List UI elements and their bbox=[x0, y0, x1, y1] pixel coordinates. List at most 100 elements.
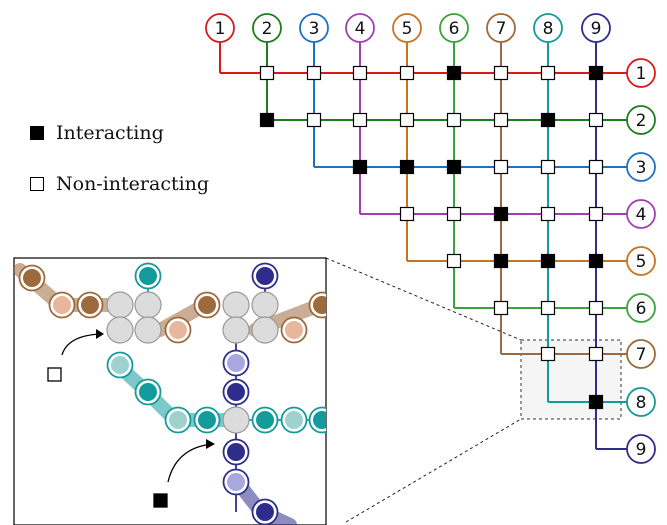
non-interacting-marker-1-4 bbox=[352, 65, 368, 81]
junction-node-4 bbox=[134, 316, 162, 344]
arrowhead-non-interacting bbox=[96, 329, 104, 339]
row-label-circle-9 bbox=[626, 434, 656, 464]
column-label-circle-2 bbox=[252, 13, 282, 43]
legend: Interacting Non-interacting bbox=[30, 120, 209, 222]
row-label-4: 4 bbox=[636, 205, 647, 225]
row-label-2: 2 bbox=[636, 111, 647, 131]
column-label-1: 1 bbox=[215, 19, 226, 39]
junction-node-9 bbox=[222, 406, 250, 434]
teal-node-dark-3 bbox=[256, 411, 274, 429]
non-interacting-marker-3-9 bbox=[588, 159, 604, 175]
interacting-marker-3-4 bbox=[352, 159, 368, 175]
junction-node-2 bbox=[134, 291, 162, 319]
teal-node-light-1 bbox=[111, 356, 129, 374]
interacting-marker-1-6 bbox=[446, 65, 462, 81]
zoom-region bbox=[520, 339, 622, 420]
interacting-marker-3-6 bbox=[446, 159, 462, 175]
interacting-marker-5-7 bbox=[493, 253, 509, 269]
column-label-circle-4 bbox=[345, 13, 375, 43]
row-label-circle-7 bbox=[626, 339, 656, 369]
teal-node-light-2 bbox=[169, 411, 187, 429]
non-interacting-marker-1-2 bbox=[259, 65, 275, 81]
row-label-circle-2 bbox=[626, 105, 656, 135]
zoom-connector-bottom bbox=[345, 418, 522, 523]
row-label-3: 3 bbox=[636, 158, 647, 178]
column-label-circle-9 bbox=[581, 13, 611, 43]
non-interacting-marker-6-8 bbox=[540, 300, 556, 316]
interacting-marker-5-9 bbox=[588, 253, 604, 269]
filled-square-icon bbox=[30, 126, 44, 140]
non-interacting-marker-2-6 bbox=[446, 112, 462, 128]
column-label-circle-8 bbox=[533, 13, 563, 43]
column-label-3: 3 bbox=[309, 19, 320, 39]
non-interacting-marker-2-7 bbox=[493, 112, 509, 128]
arrowhead-interacting bbox=[206, 439, 215, 449]
non-interacting-marker-3-7 bbox=[493, 159, 509, 175]
brown-node-light-2 bbox=[169, 321, 187, 339]
column-label-8: 8 bbox=[543, 19, 554, 39]
non-interacting-marker-6-7 bbox=[493, 300, 509, 316]
magnified-inset bbox=[13, 257, 327, 525]
brown-node-dark-3 bbox=[198, 296, 216, 314]
row-label-circle-6 bbox=[626, 293, 656, 323]
junction-node-8 bbox=[251, 316, 279, 344]
teal-node-dark-2 bbox=[198, 411, 216, 429]
column-label-circle-5 bbox=[392, 13, 422, 43]
non-interacting-marker-2-4 bbox=[352, 112, 368, 128]
junction-node-5 bbox=[222, 291, 250, 319]
non-interacting-marker-2-5 bbox=[399, 112, 415, 128]
column-label-circle-1 bbox=[205, 13, 235, 43]
navy-node-top bbox=[256, 267, 274, 285]
row-label-circle-5 bbox=[626, 246, 656, 276]
teal-node-dark-1 bbox=[139, 383, 157, 401]
non-interacting-marker-4-6 bbox=[446, 206, 462, 222]
legend-non-interacting-label: Non-interacting bbox=[56, 173, 210, 195]
inset-content bbox=[14, 262, 326, 525]
legend-interacting: Interacting bbox=[30, 120, 209, 146]
column-label-circle-7 bbox=[486, 13, 516, 43]
zoom-connector-top bbox=[325, 257, 522, 341]
junction-node-1 bbox=[106, 291, 134, 319]
non-interacting-marker-2-3 bbox=[306, 112, 322, 128]
navy-node-dark-3 bbox=[256, 503, 274, 521]
legend-interacting-label: Interacting bbox=[56, 122, 164, 144]
brown-node-dark-4 bbox=[313, 296, 326, 314]
non-interacting-marker-5-6 bbox=[446, 253, 462, 269]
row-label-circle-8 bbox=[626, 387, 656, 417]
row-label-6: 6 bbox=[636, 299, 647, 319]
interacting-marker-1-9 bbox=[588, 65, 604, 81]
navy-node-light-1 bbox=[227, 354, 245, 372]
non-interacting-marker-1-3 bbox=[306, 65, 322, 81]
interacting-marker-4-7 bbox=[493, 206, 509, 222]
row-label-circle-1 bbox=[626, 58, 656, 88]
interacting-marker-2-8 bbox=[540, 112, 556, 128]
arrow-to-interacting bbox=[167, 443, 213, 483]
navy-node-dark-2 bbox=[227, 443, 245, 461]
teal-node-light-3 bbox=[285, 411, 303, 429]
non-interacting-marker-2-9 bbox=[588, 112, 604, 128]
interacting-marker-5-8 bbox=[540, 253, 556, 269]
column-label-7: 7 bbox=[496, 19, 507, 39]
row-label-1: 1 bbox=[636, 64, 647, 84]
non-interacting-marker-7-9 bbox=[588, 346, 604, 362]
row-label-circle-4 bbox=[626, 199, 656, 229]
non-interacting-marker-4-5 bbox=[399, 206, 415, 222]
brown-node-dark-2 bbox=[81, 296, 99, 314]
junction-node-3 bbox=[106, 316, 134, 344]
legend-non-interacting: Non-interacting bbox=[30, 171, 209, 197]
column-label-4: 4 bbox=[355, 19, 366, 39]
non-interacting-marker-1-7 bbox=[493, 65, 509, 81]
brown-node-light-3 bbox=[285, 321, 303, 339]
row-label-5: 5 bbox=[636, 252, 647, 272]
zoom-indicator bbox=[520, 339, 622, 420]
non-interacting-marker-3-8 bbox=[540, 159, 556, 175]
row-label-7: 7 bbox=[636, 345, 647, 365]
non-interacting-marker-6-9 bbox=[588, 300, 604, 316]
column-label-9: 9 bbox=[591, 19, 602, 39]
brown-node-light-1 bbox=[53, 296, 71, 314]
non-interacting-marker-1-8 bbox=[540, 65, 556, 81]
inset-non-interacting-square bbox=[47, 367, 62, 382]
interacting-marker-2-2 bbox=[259, 112, 275, 128]
